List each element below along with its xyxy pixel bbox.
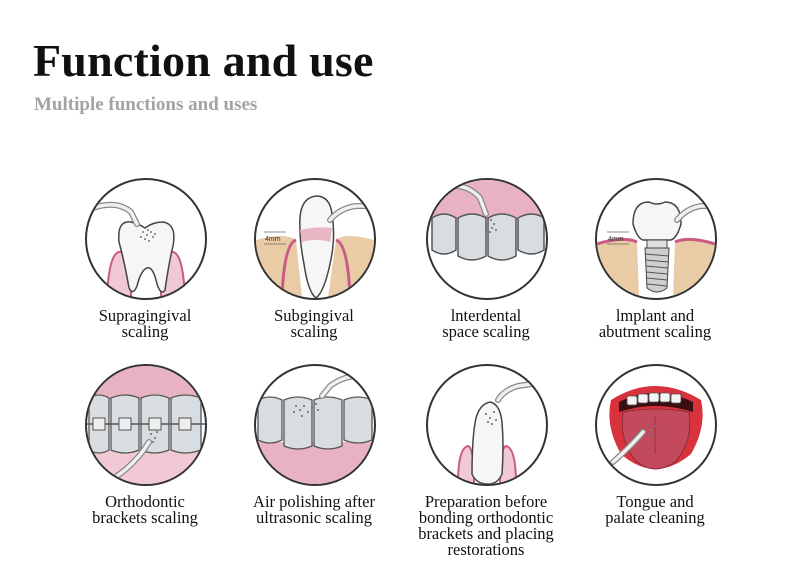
page-subtitle: Multiple functions and uses xyxy=(34,94,258,115)
subgingival-scaling-icon: 4mm xyxy=(254,178,376,300)
bonding-preparation-icon xyxy=(426,364,548,486)
air-polishing-icon xyxy=(254,364,376,486)
page-title: Function and use xyxy=(33,35,374,86)
depth-label: 4mm xyxy=(265,236,281,243)
interdental-scaling-icon xyxy=(426,178,548,300)
supragingival-scaling-icon xyxy=(85,178,207,300)
implant-scaling-icon: 4mm xyxy=(595,178,717,300)
orthodontic-brackets-icon xyxy=(85,364,207,486)
tongue-cleaning-icon xyxy=(595,364,717,486)
depth-label: 4mm xyxy=(608,236,624,243)
